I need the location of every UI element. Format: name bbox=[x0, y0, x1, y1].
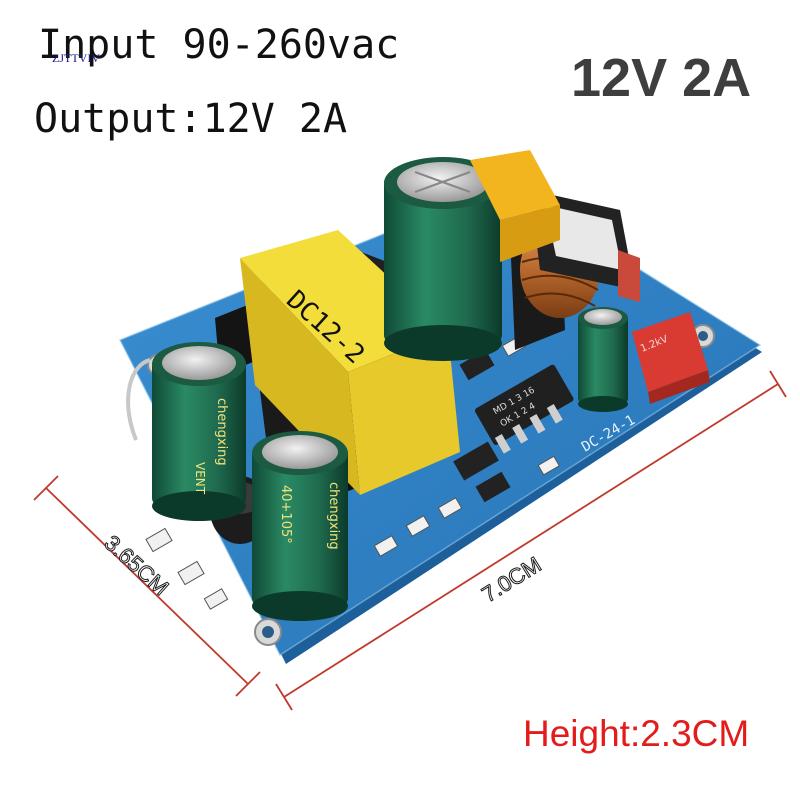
x-capacitor bbox=[470, 150, 560, 262]
capacitor-front-temp: 40+105° bbox=[278, 485, 293, 544]
capacitor-front: chengxing 40+105° bbox=[252, 431, 348, 621]
capacitor-small bbox=[578, 307, 628, 412]
input-spec-text: Input 90-260vac bbox=[38, 22, 400, 68]
transistor-components bbox=[453, 349, 511, 503]
watermark-text: ZJTTVIV bbox=[52, 51, 100, 65]
dimension-length bbox=[275, 370, 787, 711]
capacitor-left-brand: chengxing bbox=[214, 398, 229, 466]
dimension-length-label: 7.0CM bbox=[477, 552, 545, 608]
capacitor-front-brand: chengxing bbox=[326, 482, 341, 550]
rating-text: 12V 2A bbox=[571, 48, 752, 108]
lead-wire bbox=[126, 358, 151, 441]
capacitor-left-vent: VENT bbox=[193, 462, 207, 495]
output-spec-text: Output:12V 2A bbox=[34, 96, 348, 142]
capacitor-left: chengxing VENT bbox=[152, 342, 246, 521]
ic-chip: MD 1 3 16 OK 1 2 4 bbox=[474, 364, 574, 454]
capacitor-large bbox=[384, 157, 502, 361]
dimension-width bbox=[33, 475, 261, 697]
height-spec-text: Height:2.3CM bbox=[523, 713, 750, 754]
safety-capacitor: 1.2kV bbox=[632, 312, 710, 404]
